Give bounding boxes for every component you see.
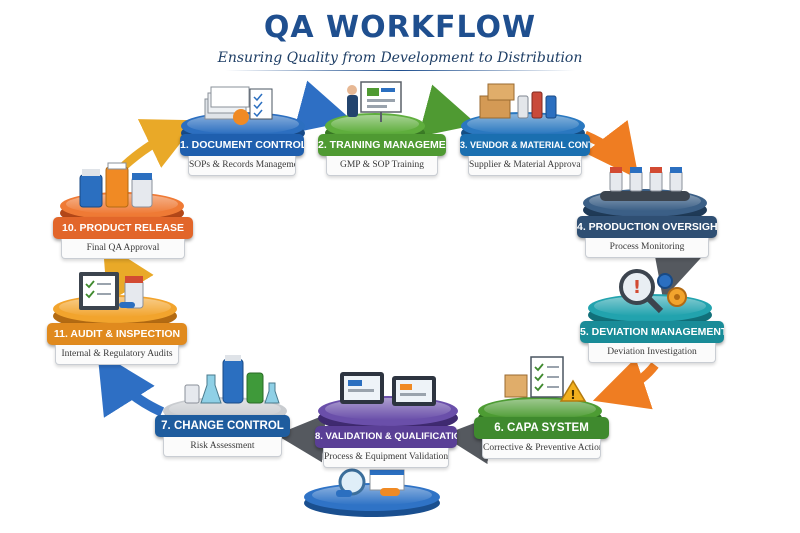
svg-text:!: ! [633, 277, 641, 298]
stage-change-control[interactable]: 7. CHANGE CONTROL Risk Assessment [155, 415, 290, 457]
stage-product-release[interactable]: 10. PRODUCT RELEASE Final QA Approval [53, 217, 193, 259]
stage-label: 5. DEVIATION MANAGEMENT [580, 321, 724, 343]
stage-training-management[interactable]: 2. TRAINING MANAGEMENT GMP & SOP Trainin… [318, 134, 446, 176]
stage-deviation-management[interactable]: 5. DEVIATION MANAGEMENT Deviation Invest… [580, 321, 724, 363]
stage-label: 8. VALIDATION & QUALIFICATION [315, 426, 457, 448]
stage-label: 2. TRAINING MANAGEMENT [318, 134, 446, 156]
stage-label: 1. DOCUMENT CONTROL [180, 134, 304, 156]
stage-vendor-material-control[interactable]: 3. VENDOR & MATERIAL CONTROL Supplier & … [460, 134, 590, 176]
stage-capa-system[interactable]: 6. CAPA SYSTEM Corrective & Preventive A… [474, 417, 609, 459]
stage-description: GMP & SOP Training [326, 156, 438, 176]
arrow-3-to-4 [583, 120, 639, 180]
validation-monitors-icon [340, 372, 436, 406]
stage-label: 4. PRODUCTION OVERSIGHT [577, 216, 717, 238]
stage-description: Process & Equipment Validation [323, 448, 449, 468]
stage-description: SOPs & Records Management [188, 156, 296, 176]
arrow-2-to-3 [418, 84, 478, 137]
arrow-1-to-2 [293, 80, 353, 133]
stage-label: 10. PRODUCT RELEASE [53, 217, 193, 239]
stage-description: Final QA Approval [61, 239, 185, 259]
arrow-7-to-11 [97, 351, 165, 418]
page-subtitle: Ensuring Quality from Development to Dis… [217, 50, 583, 66]
arrow-5-to-6 [592, 357, 659, 410]
stage-description: Risk Assessment [163, 437, 282, 457]
subtitle-divider [225, 70, 575, 71]
stage-label: 6. CAPA SYSTEM [474, 417, 609, 439]
stage-description: Supplier & Material Approval [468, 156, 582, 176]
documents-stack-icon [204, 86, 273, 125]
stage-document-control[interactable]: 1. DOCUMENT CONTROL SOPs & Records Manag… [180, 134, 304, 176]
stage-description: Internal & Regulatory Audits [55, 345, 179, 365]
stage-label: 7. CHANGE CONTROL [155, 415, 290, 437]
stage-description: Deviation Investigation [588, 343, 716, 363]
stage-production-oversight[interactable]: 4. PRODUCTION OVERSIGHT Process Monitori… [577, 216, 717, 258]
page-title: QA WORKFLOW [263, 10, 537, 45]
pharma-product-icon [336, 468, 405, 497]
presenter-board-icon [347, 81, 402, 122]
lab-bottles-icon [184, 355, 280, 404]
stage-description: Process Monitoring [585, 238, 709, 258]
svg-text:!: ! [570, 388, 575, 402]
magnifier-gears-icon: ! [619, 269, 687, 314]
stage-label: 11. AUDIT & INSPECTION [47, 323, 187, 345]
stage-validation-qualification[interactable]: 8. VALIDATION & QUALIFICATION Process & … [315, 426, 457, 468]
conveyor-bottles-icon [600, 167, 690, 201]
medicine-bottles-icon [79, 162, 153, 208]
checklist-warning-icon: ! [504, 356, 587, 402]
audit-clipboard-icon [79, 272, 144, 310]
stage-audit-inspection[interactable]: 11. AUDIT & INSPECTION Internal & Regula… [47, 323, 187, 365]
stage-label: 3. VENDOR & MATERIAL CONTROL [460, 134, 590, 156]
stage-description: Corrective & Preventive Actions [482, 439, 601, 459]
pedestals [53, 112, 712, 517]
material-boxes-icon [479, 83, 557, 119]
